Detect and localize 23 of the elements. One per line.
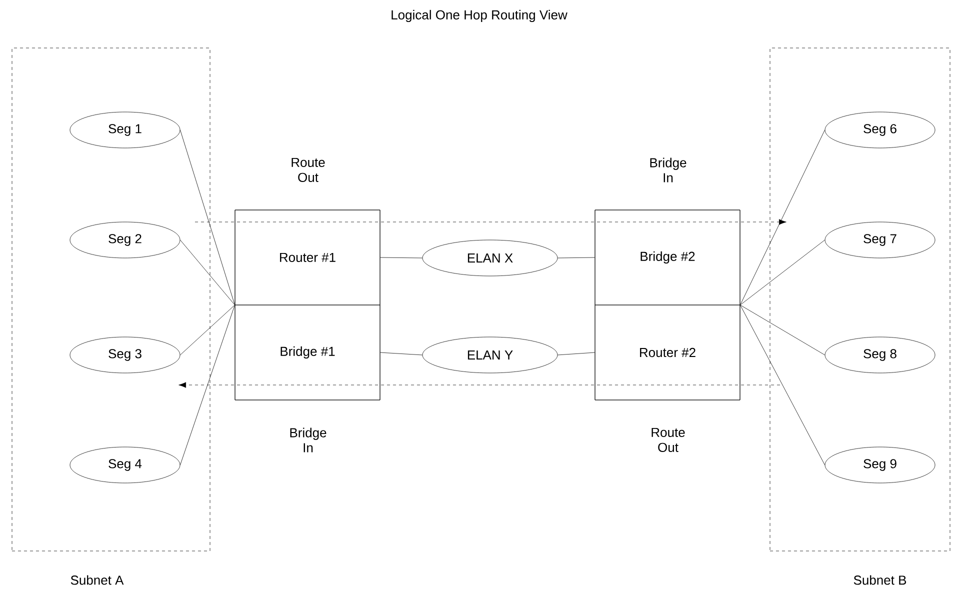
port-label: Route Out xyxy=(652,428,685,452)
device-box: Router #2 xyxy=(594,304,740,400)
port-label: Bridge In xyxy=(650,158,686,182)
connector-line xyxy=(740,304,825,466)
title: Logical One Hop Routing View xyxy=(392,10,568,22)
connector-line xyxy=(180,304,235,466)
node-label: Subnet B xyxy=(854,575,906,585)
connector-line xyxy=(558,257,595,258)
connector-line xyxy=(380,257,422,258)
connector-line xyxy=(740,240,825,306)
connector-line xyxy=(740,130,825,306)
device-box: Router #1 xyxy=(234,210,380,306)
device-box: Bridge #1 xyxy=(234,304,380,400)
connector-line xyxy=(180,130,235,306)
connector-line xyxy=(558,352,595,356)
device-box: Bridge #2 xyxy=(594,210,740,306)
connector-line xyxy=(380,352,422,356)
port-label: Route Out xyxy=(292,158,325,182)
port-label: Bridge In xyxy=(290,428,326,452)
connector-line xyxy=(180,240,235,306)
node-label: Subnet A xyxy=(70,575,124,585)
connector-line xyxy=(740,304,825,356)
connector-line xyxy=(180,304,235,356)
